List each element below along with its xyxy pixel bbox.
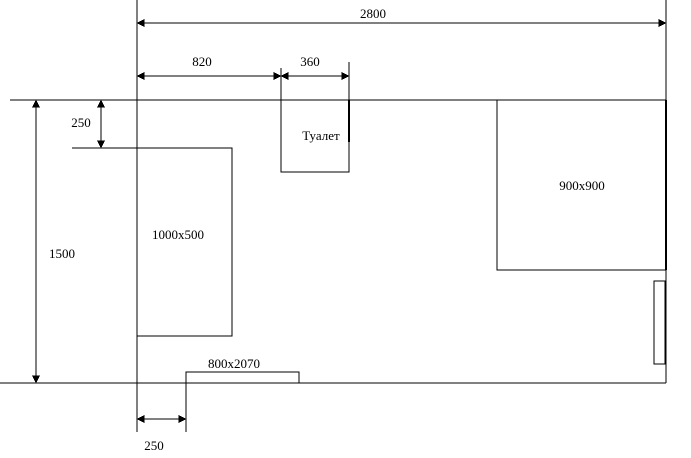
- door-label: 800x2070: [208, 356, 260, 371]
- dim-offset-left: [136, 68, 282, 100]
- bath-rect: [136, 147, 233, 337]
- dim-top-offset-label: 250: [71, 115, 91, 130]
- shower: 900x900: [496, 99, 667, 271]
- dim-offset-left-label: 820: [192, 54, 212, 69]
- dim-height-label: 1500: [49, 246, 75, 261]
- toilet: Туалет: [280, 99, 350, 173]
- dim-toilet-width-label: 360: [300, 54, 320, 69]
- bath: 1000x500: [136, 147, 233, 337]
- room-outline: [0, 0, 667, 432]
- dim-toilet-width: [280, 62, 350, 100]
- bath-label: 1000x500: [152, 227, 204, 242]
- dim-total-width-label: 2800: [360, 6, 386, 21]
- dim-top-offset: [72, 99, 232, 149]
- door-rect: [185, 371, 300, 384]
- dim-door-offset-label: 250: [144, 438, 164, 453]
- shower-label: 900x900: [559, 178, 605, 193]
- dim-door-offset: [136, 383, 187, 432]
- door: 800x2070: [185, 356, 300, 384]
- toilet-label: Туалет: [302, 128, 340, 143]
- window: [653, 280, 666, 365]
